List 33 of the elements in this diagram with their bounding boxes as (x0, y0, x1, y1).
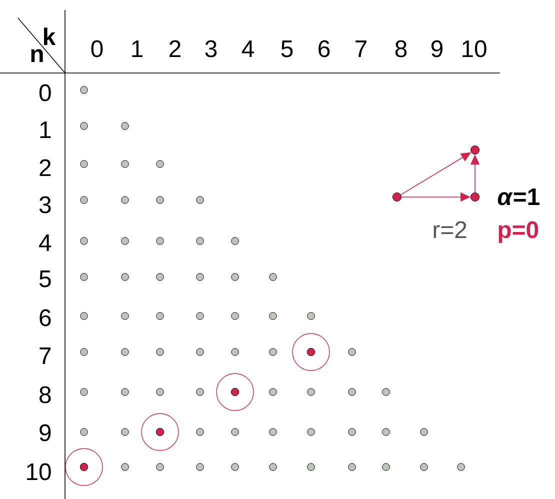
parameter-label: r=2 (434, 221, 466, 238)
column-number: 2 (170, 40, 180, 57)
row-axis-label: n (31, 49, 43, 62)
ringed-dot (216, 373, 254, 411)
row-number: 7 (40, 348, 51, 364)
row-number: 0 (39, 84, 51, 102)
row-number: 8 (40, 386, 51, 404)
column-number: 3 (205, 40, 217, 58)
column-number: 1 (132, 40, 142, 57)
row-number: 2 (40, 159, 51, 176)
column-number: 7 (356, 40, 366, 57)
row-number: 9 (40, 424, 51, 442)
dot (470, 146, 480, 154)
row-number: 3 (39, 196, 51, 214)
column-number: 8 (395, 40, 407, 58)
parameter-label: p=0 (498, 221, 538, 243)
ringed-dot (141, 413, 179, 451)
ringed-dot (65, 448, 103, 486)
column-axis-label: k (44, 28, 56, 45)
row-number: 4 (39, 234, 52, 251)
row-number: 1 (40, 122, 51, 138)
column-number: 4 (242, 40, 254, 57)
parameter-label: α=1 (498, 188, 540, 206)
dot (470, 192, 480, 202)
column-number: 5 (281, 40, 293, 58)
column-number: 10 (462, 40, 486, 58)
ringed-dot (292, 333, 330, 371)
row-number: 6 (40, 309, 51, 326)
column-number: 0 (91, 40, 103, 58)
dot (392, 192, 402, 202)
column-number: 6 (318, 40, 330, 58)
column-number: 9 (431, 40, 442, 58)
row-number: 5 (39, 270, 51, 288)
